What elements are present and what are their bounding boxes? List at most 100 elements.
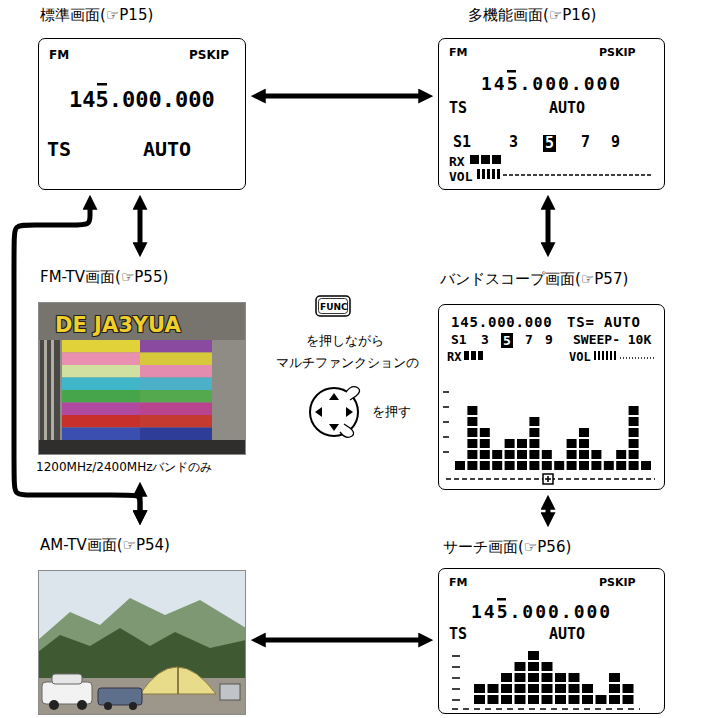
search-graph: [452, 655, 460, 657]
screen-text: TS= AUTO: [567, 315, 641, 329]
search-graph: [569, 673, 580, 704]
bandscope-graph: [529, 417, 539, 470]
screen-text: FM: [49, 49, 69, 61]
screen-text: 5: [543, 135, 556, 152]
bandscope-graph: [620, 357, 655, 359]
search-graph: [452, 708, 640, 710]
level-meter: [482, 169, 485, 179]
screen-text: 145.000.000: [481, 75, 622, 93]
bandscope-graph: [443, 392, 449, 452]
double-arrow: [546, 509, 551, 513]
screen-text: 3: [509, 135, 518, 150]
level-meter: [487, 169, 490, 179]
cursor-mark: [507, 70, 516, 73]
bandscope-graph: [492, 450, 502, 470]
bandscope-graph: [443, 436, 449, 438]
test-pattern-image: [44, 340, 47, 440]
bandscope-graph: [505, 439, 515, 470]
test-pattern-image: [40, 340, 60, 440]
func-key-icon: [316, 296, 350, 316]
bandscope-graph: [602, 351, 604, 360]
bandscope-graph: [554, 461, 564, 470]
multifunction-key-icon: [329, 393, 339, 400]
screen-text: 7: [581, 135, 590, 150]
search-graph: [623, 684, 634, 704]
display-screen-node: 多機能画面(☞P16)FMPSKIP145.000.000TSAUTOS1357…: [438, 0, 665, 190]
screen-title: 多機能画面(☞P16): [468, 6, 596, 24]
tv-screen-node: AM-TV画面(☞P54): [38, 530, 246, 715]
screen-text: 7: [525, 333, 533, 346]
screen-text: TS: [449, 627, 467, 642]
display-screen-node: 標準画面(☞P15)FMPSKIP145.000.000TSAUTO: [38, 0, 246, 190]
screen-text: 5: [501, 333, 513, 348]
search-graph: [452, 688, 460, 690]
test-pattern-image: [38, 440, 246, 455]
lcd-frame: 145.000.000TS= AUTOS13579SWEEP- 10KRXVOL: [438, 304, 665, 490]
search-graph: [488, 684, 499, 704]
multifunction-key-icon: [346, 387, 360, 400]
bandscope-graph: [464, 351, 469, 360]
test-pattern-image: [62, 365, 140, 378]
note-text: 1200MHz/2400MHzバンドのみ: [36, 461, 212, 473]
search-graph: [609, 673, 620, 704]
func-key-icon: [316, 296, 350, 316]
landscape-photo: [140, 667, 216, 694]
level-meter: [481, 155, 490, 164]
screen-text: FM: [449, 577, 467, 588]
bandscope-graph: [629, 406, 639, 470]
screen-text: DE JA3YUA: [55, 315, 181, 336]
level-meter: [470, 155, 652, 179]
test-pattern-image: [62, 415, 140, 428]
landscape-photo: [129, 702, 137, 710]
screen-text: VOL: [449, 170, 472, 183]
landscape-photo: [38, 570, 246, 715]
tv-screen-node: FM-TV画面(☞P55)DE JA3YUA1200MHz/2400MHzバンド…: [38, 262, 246, 477]
test-pattern-image: [140, 415, 212, 428]
image-frame: DE JA3YUA1200MHz/2400MHzバンドのみ: [38, 302, 246, 455]
bandscope-graph: [610, 351, 612, 360]
screen-title: サーチ画面(☞P56): [443, 538, 571, 556]
test-pattern-image: [140, 353, 212, 366]
test-pattern-image: [62, 428, 140, 441]
bandscope-graph: [567, 439, 577, 470]
screen-text: AUTO: [549, 101, 585, 116]
bandscope-graph: [471, 351, 476, 360]
cursor-mark: [497, 598, 506, 601]
bandscope-graph: [606, 351, 608, 360]
search-graph: [515, 662, 526, 704]
screen-text: 145.000.000: [471, 603, 612, 621]
landscape-photo: [220, 684, 240, 700]
search-graph: [501, 673, 512, 704]
display-screen-node: サーチ画面(☞P56)FMPSKIP145.000.000TSAUTO: [438, 532, 665, 714]
bandscope-graph: [455, 461, 465, 470]
landscape-photo: [98, 688, 142, 705]
test-pattern-image: [62, 403, 140, 416]
bandscope-graph: [579, 428, 589, 470]
bandscope-graph: [545, 476, 551, 482]
test-pattern-image: [140, 340, 212, 353]
screen-text: 3: [481, 333, 489, 346]
test-pattern-image: [51, 340, 54, 440]
search-graph: [474, 651, 634, 704]
search-graph: [452, 677, 460, 679]
test-pattern-image: [38, 302, 246, 455]
image-frame: [38, 570, 246, 715]
level-meter: [470, 155, 479, 164]
bandscope-graph: [467, 406, 477, 470]
test-pattern-image: [140, 378, 212, 391]
test-pattern-image: [62, 340, 140, 353]
landscape-photo: [38, 570, 246, 715]
bandscope-graph: [480, 428, 490, 470]
key-name: FUNC: [320, 302, 348, 313]
test-pattern-image: [62, 378, 140, 391]
test-pattern-image: [38, 302, 246, 340]
multifunction-key-icon: [340, 424, 354, 437]
bandscope-graph: [455, 406, 651, 470]
screen-text: FM: [449, 47, 467, 58]
screen-text: RX: [449, 155, 465, 168]
test-pattern-image: [38, 302, 246, 455]
test-pattern-image: [140, 403, 212, 416]
double-arrow: [546, 209, 551, 243]
test-pattern-image: [62, 390, 140, 403]
